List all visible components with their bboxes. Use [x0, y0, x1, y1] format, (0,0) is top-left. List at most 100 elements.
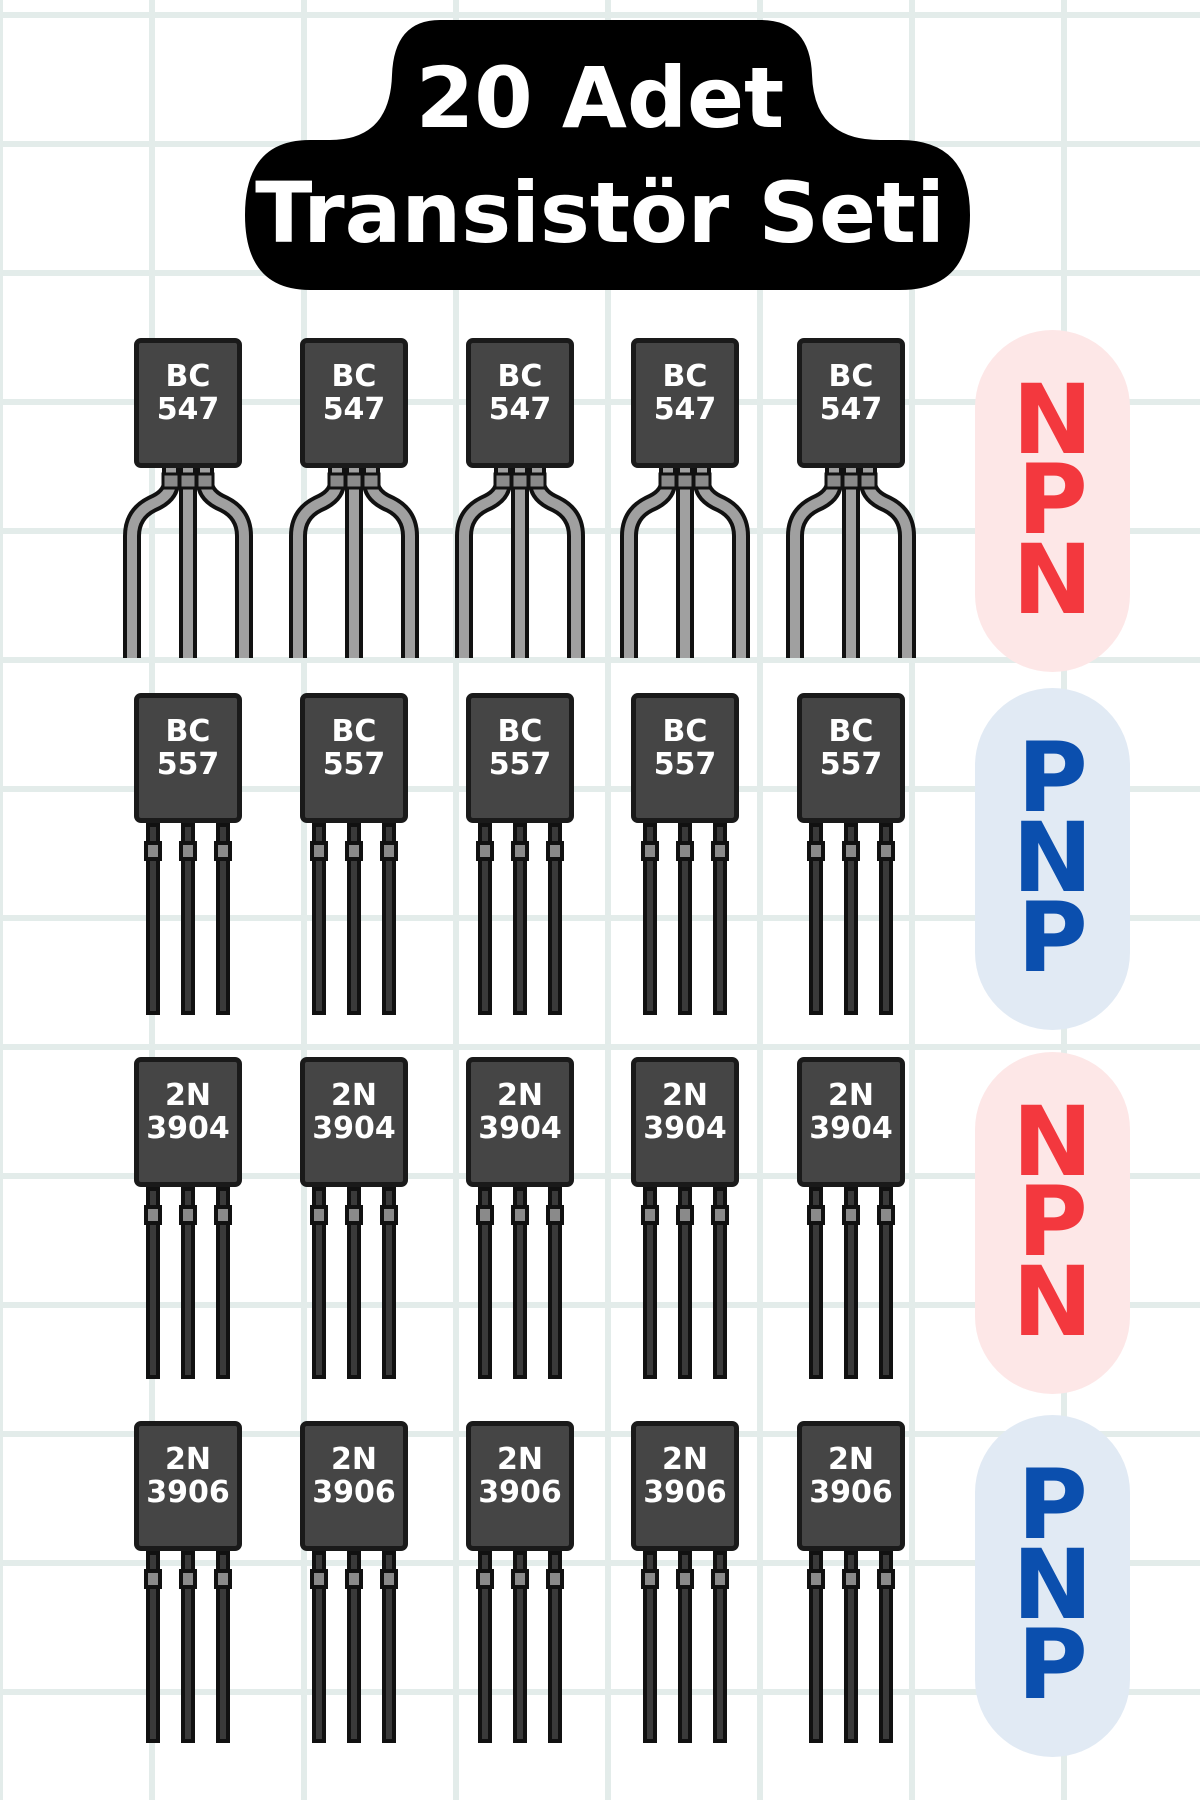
transistor-lead — [641, 1187, 659, 1379]
transistor-lead — [711, 1551, 729, 1743]
type-letter: P — [1017, 444, 1088, 556]
transistor-leads — [620, 468, 750, 658]
transistor-lead — [711, 823, 729, 1015]
transistor-lead — [310, 823, 328, 1015]
part-label-line1: 2N — [331, 1078, 377, 1113]
transistor-lead — [807, 1551, 825, 1743]
part-label-line2: 3904 — [478, 1111, 562, 1146]
transistor-lead — [641, 1551, 659, 1743]
part-label-line2: 557 — [322, 747, 386, 782]
title-banner — [245, 20, 970, 290]
transistor-lead — [345, 823, 363, 1015]
transistor-lead — [476, 823, 494, 1015]
transistor-lead — [641, 823, 659, 1015]
part-label-line1: BC — [331, 714, 377, 749]
type-letter: N — [1012, 1086, 1093, 1198]
part-label-line1: 2N — [828, 1442, 874, 1477]
transistor-lead — [676, 1187, 694, 1379]
transistor-lead — [476, 1187, 494, 1379]
title-line-1: 20 Adet — [415, 49, 785, 147]
part-label-line1: BC — [165, 714, 211, 749]
part-label-line2: 547 — [819, 392, 883, 427]
transistor-lead — [214, 1551, 232, 1743]
type-letter: N — [1012, 1529, 1093, 1641]
transistor-lead — [380, 823, 398, 1015]
part-label-line1: 2N — [662, 1078, 708, 1113]
transistor-lead — [144, 1551, 162, 1743]
part-label-line2: 3906 — [809, 1475, 893, 1510]
part-label-line2: 3904 — [809, 1111, 893, 1146]
transistor-lead — [676, 1551, 694, 1743]
part-label-line1: BC — [662, 714, 708, 749]
part-label-line1: 2N — [828, 1078, 874, 1113]
transistor-lead — [179, 1187, 197, 1379]
part-label-line2: 557 — [156, 747, 220, 782]
part-label-line1: 2N — [497, 1078, 543, 1113]
part-label-line2: 3904 — [643, 1111, 727, 1146]
transistor-lead — [511, 1551, 529, 1743]
transistor-lead — [511, 823, 529, 1015]
transistor-lead — [310, 1551, 328, 1743]
transistor-leads — [289, 468, 419, 658]
part-label-line1: BC — [828, 359, 874, 394]
part-label-line2: 3904 — [312, 1111, 396, 1146]
transistor-lead — [711, 1187, 729, 1379]
part-label-line2: 3906 — [146, 1475, 230, 1510]
transistor-lead — [842, 1551, 860, 1743]
type-letter: N — [1012, 524, 1093, 636]
transistor-lead — [310, 1187, 328, 1379]
part-label-line2: 547 — [653, 392, 717, 427]
transistor-lead — [345, 1187, 363, 1379]
type-letter: P — [1017, 1166, 1088, 1278]
transistor-lead — [179, 1551, 197, 1743]
part-label-line1: BC — [165, 359, 211, 394]
transistor-lead — [144, 1187, 162, 1379]
transistor-leads — [123, 468, 253, 658]
transistor-lead — [877, 1187, 895, 1379]
part-label-line2: 547 — [156, 392, 220, 427]
transistor-lead — [546, 823, 564, 1015]
part-label-line2: 547 — [322, 392, 386, 427]
transistor-lead — [546, 1551, 564, 1743]
part-label-line1: BC — [497, 714, 543, 749]
transistor-lead — [676, 823, 694, 1015]
part-label-line1: 2N — [165, 1078, 211, 1113]
part-label-line2: 3906 — [312, 1475, 396, 1510]
type-letter: P — [1017, 1609, 1088, 1721]
transistor-lead — [877, 1551, 895, 1743]
part-label-line2: 3904 — [146, 1111, 230, 1146]
type-letter: N — [1012, 364, 1093, 476]
